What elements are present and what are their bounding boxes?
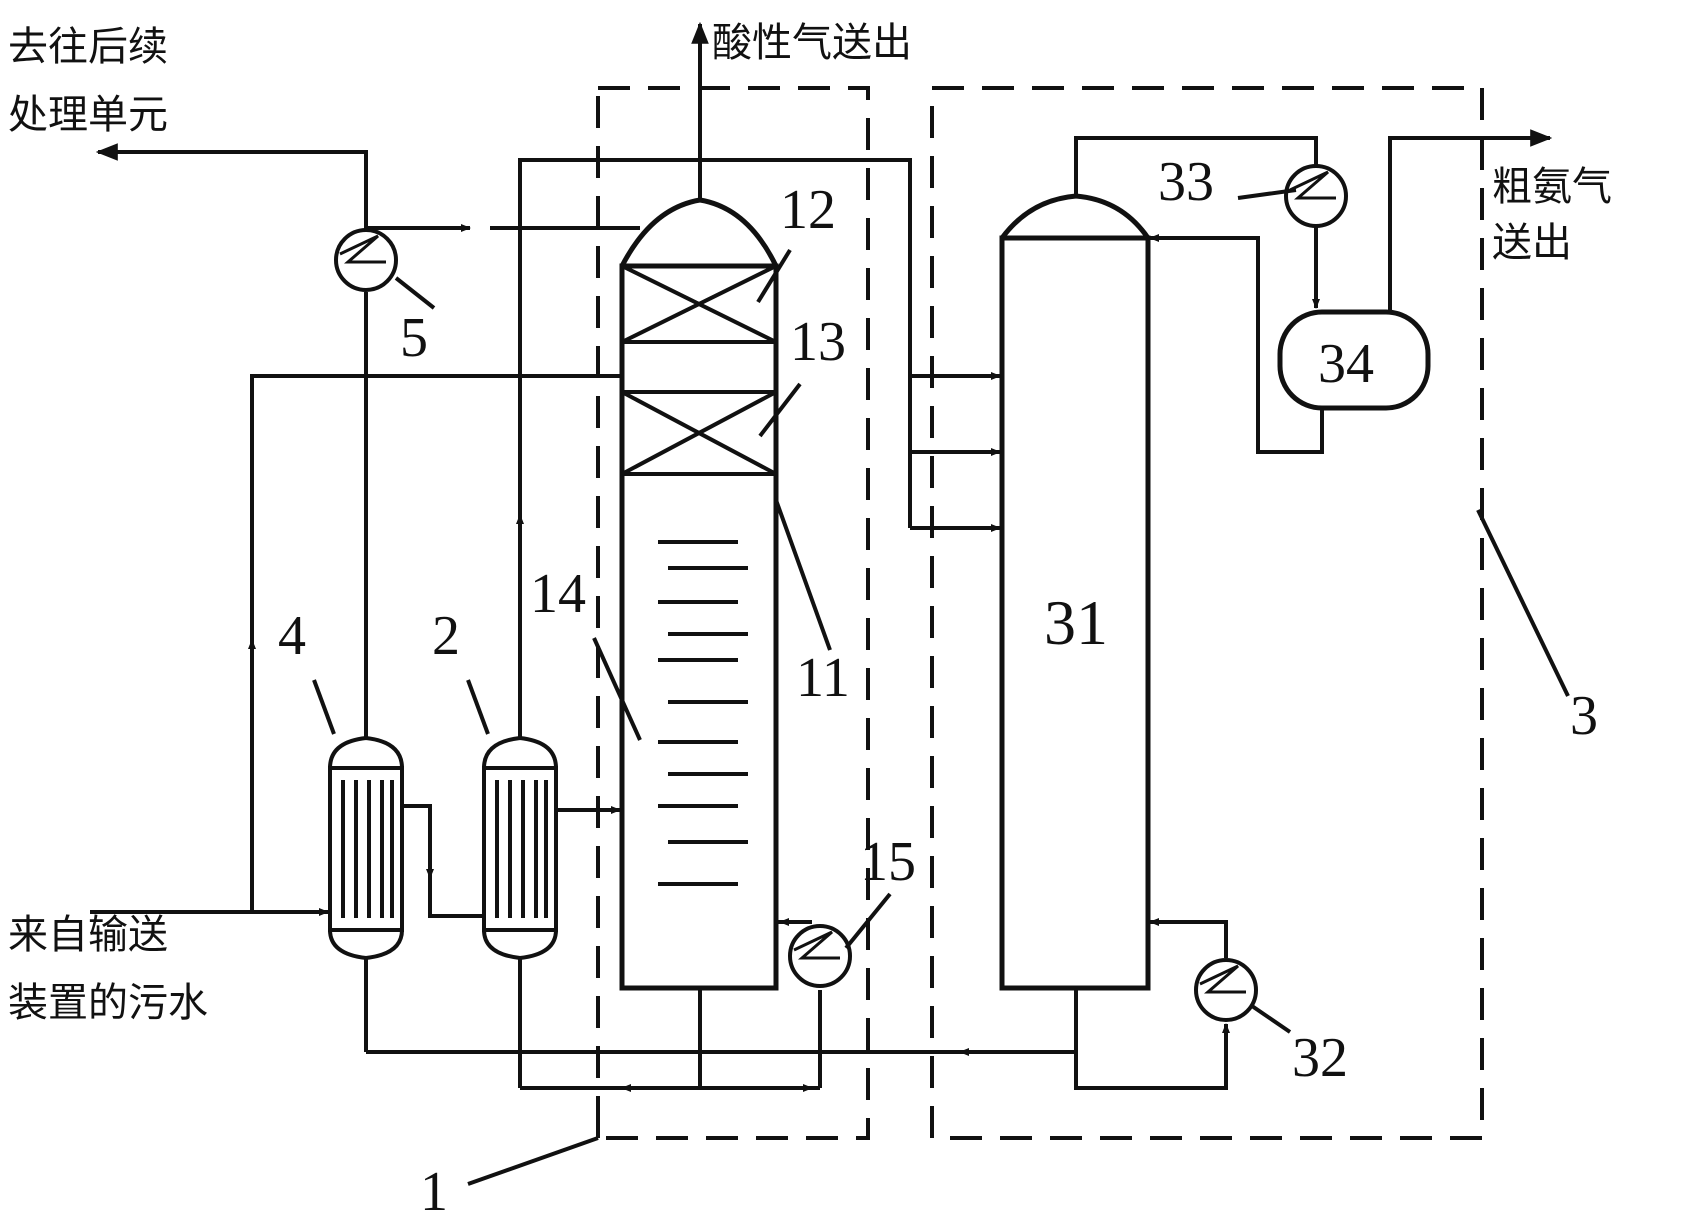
ref-1: 1: [420, 1161, 448, 1219]
cooler-5: [334, 228, 398, 292]
heat-exchanger-2: [481, 735, 559, 961]
packing-bed-13: [621, 390, 777, 476]
label-acid-gas-out: 酸性气送出: [712, 20, 912, 66]
trays-14: [658, 540, 748, 886]
label-feed-line2: 装置的污水: [8, 980, 208, 1026]
reboiler-32: [1194, 958, 1258, 1022]
leader-lines: [312, 188, 1570, 1186]
condenser-33: [1284, 164, 1348, 228]
ref-2: 2: [432, 605, 460, 667]
ref-32: 32: [1292, 1027, 1348, 1089]
label-feed-line1: 来自输送: [8, 912, 168, 958]
boundary-unit-3: [930, 86, 1484, 1140]
ref-34: 34: [1318, 333, 1374, 395]
pipes: [90, 21, 1553, 1138]
ref-33: 33: [1158, 151, 1214, 213]
ref-12: 12: [780, 179, 836, 241]
ref-4: 4: [278, 605, 306, 667]
label-to-next-unit-line2: 处理单元: [8, 92, 168, 138]
ref-3: 3: [1570, 685, 1598, 747]
heat-exchanger-4: [327, 735, 405, 961]
label-to-next-unit-line1: 去往后续: [8, 24, 168, 70]
label-crude-ammonia-line2: 送出: [1492, 220, 1572, 266]
ref-11: 11: [796, 647, 850, 709]
reboiler-15: [788, 924, 852, 988]
label-crude-ammonia-line1: 粗氨气: [1492, 164, 1612, 210]
ref-13: 13: [790, 311, 846, 373]
packing-bed-12: [621, 264, 777, 344]
ref-31: 31: [1044, 587, 1108, 658]
ref-15: 15: [860, 831, 916, 893]
column-11: [619, 197, 779, 991]
ref-5: 5: [400, 307, 428, 369]
reflux-drum-34: [1277, 309, 1431, 411]
ref-14: 14: [530, 563, 586, 625]
boundary-unit-1: [596, 86, 870, 1140]
